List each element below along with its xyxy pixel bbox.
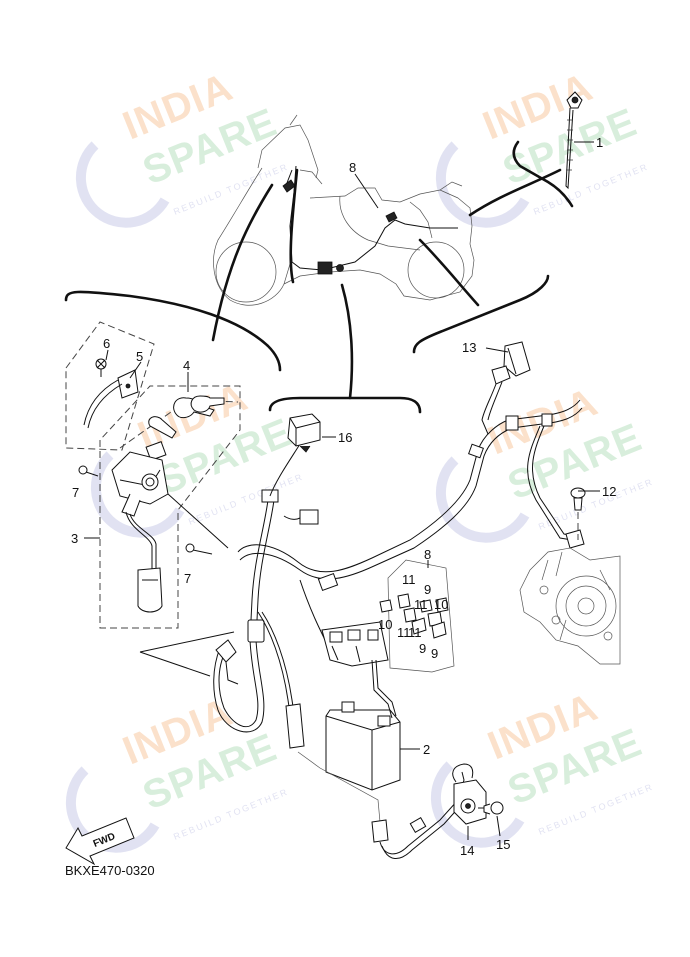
part-6-screw	[95, 358, 107, 377]
callout-11-a: 11	[402, 572, 416, 587]
callout-2: 2	[423, 742, 430, 757]
callout-16: 16	[338, 430, 352, 445]
part-4-keys	[145, 395, 225, 461]
part-3-main-switch	[111, 451, 229, 613]
part-15-bolt	[478, 801, 504, 815]
callout-13: 13	[462, 340, 476, 355]
part-7-screw-b	[185, 543, 213, 555]
callout-9-a: 9	[424, 582, 431, 597]
part-14-sensor	[452, 763, 487, 825]
watermark-top-right: INDIA SPARE REBUILD TOGETHER	[435, 65, 650, 228]
callout-1: 1	[596, 135, 603, 150]
harness-in-scooter	[282, 165, 458, 275]
callout-11-d: 11	[408, 625, 422, 640]
watermark-icon	[430, 761, 525, 848]
callout-12: 12	[602, 484, 616, 499]
callout-7-a: 7	[72, 485, 79, 500]
diagram-code: BKXE470-0320	[65, 863, 155, 878]
part-13-coupler	[481, 341, 531, 435]
callout-8-fuse: 8	[424, 547, 431, 562]
callout-11-c: 11	[397, 625, 411, 640]
part-7-screw-a	[78, 465, 99, 477]
watermark-icon	[90, 451, 185, 538]
watermark-mid-right: INDIA SPARE REBUILD TOGETHER	[435, 380, 655, 543]
main-wire-harness	[213, 399, 585, 749]
battery-leads	[297, 751, 465, 859]
callout-4: 4	[183, 358, 190, 373]
watermark-icon	[75, 141, 170, 228]
junction-block	[317, 261, 333, 275]
callout-11-b: 11	[414, 597, 428, 612]
main-switch-assembly	[65, 321, 241, 629]
callout-5: 5	[136, 349, 143, 364]
callout-10-b: 10	[378, 617, 392, 632]
callout-6: 6	[103, 336, 110, 351]
watermark-top-left: INDIA SPARE REBUILD TOGETHER	[75, 65, 290, 228]
part-1-cable-band	[565, 91, 583, 190]
part-16-relay	[287, 413, 321, 453]
watermark-icon	[435, 456, 530, 543]
leader-brackets	[64, 140, 574, 414]
switch-to-harness-leader	[139, 631, 235, 677]
callout-8-top: 8	[349, 160, 356, 175]
part-8-fuse-group	[379, 559, 455, 673]
engine-outline	[519, 547, 621, 665]
callout-9-c: 9	[431, 646, 438, 661]
callout-leaders	[84, 141, 600, 840]
callout-10-a: 10	[434, 597, 448, 612]
fwd-arrow: FWD	[65, 817, 135, 866]
callout-14: 14	[460, 843, 474, 858]
callout-9-b: 9	[419, 641, 426, 656]
callout-7-b: 7	[184, 571, 191, 586]
scooter-outline	[213, 114, 475, 306]
junction-plug	[336, 264, 344, 272]
part-5-bracket	[83, 369, 139, 429]
part-2-battery	[325, 659, 401, 791]
callout-3: 3	[71, 531, 78, 546]
callout-15: 15	[496, 837, 510, 852]
watermark-icon	[435, 141, 530, 228]
callout-labels: 1 8 13 6 5 4 16 7 12 3 7 8 11 9 11 10 10…	[71, 135, 616, 858]
